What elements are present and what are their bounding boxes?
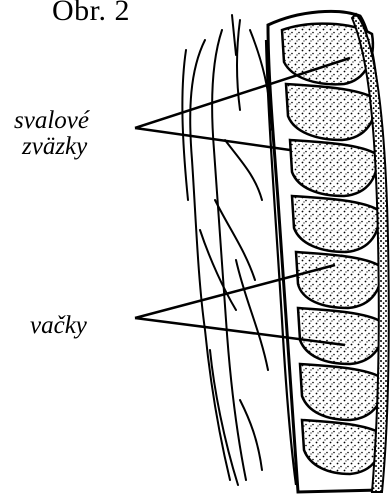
label-pouches: vačky (30, 313, 87, 339)
label-muscle-bands-line1: svalové (14, 108, 89, 134)
label-muscle-bands-line2: zväzky (22, 134, 87, 160)
mesentery-strands (182, 15, 272, 485)
